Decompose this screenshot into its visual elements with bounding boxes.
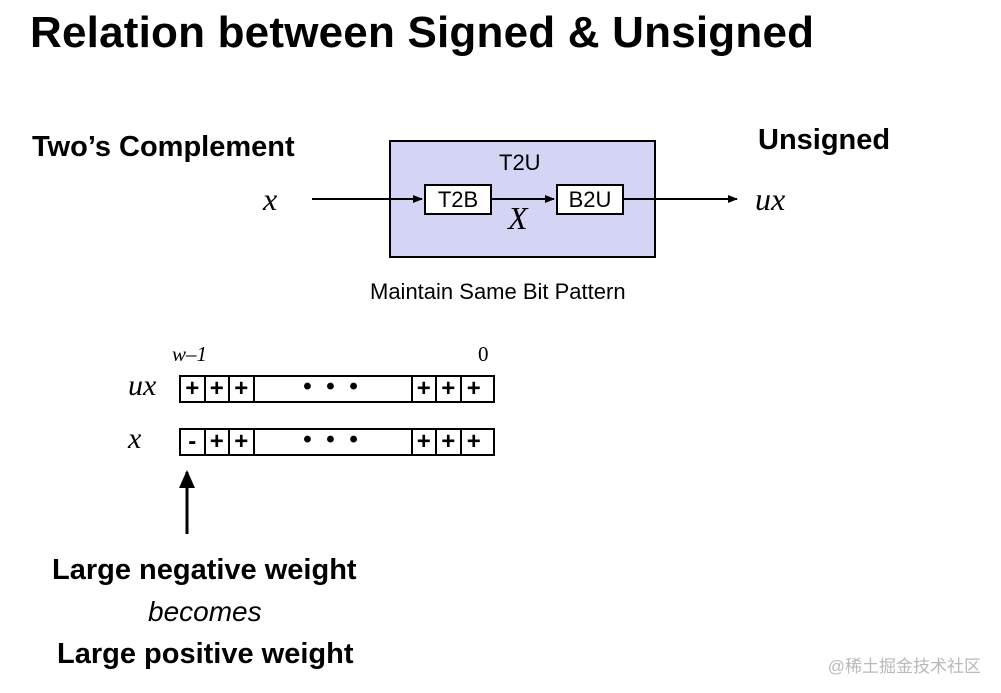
note-line-3: Large positive weight <box>57 638 354 670</box>
arrow-up-head <box>179 470 195 488</box>
note-line-2: becomes <box>148 596 262 627</box>
bit-cell: + <box>437 430 462 454</box>
bit-cell: + <box>206 430 230 454</box>
row-label-x: x <box>128 422 142 455</box>
unsigned-label: Unsigned <box>758 124 891 156</box>
middle-var-x: X <box>508 200 528 236</box>
input-var-x: x <box>263 181 278 217</box>
watermark: @稀土掘金技术社区 <box>827 657 981 676</box>
bit-ellipsis: • • • <box>255 428 413 454</box>
bit-row-x: - + + • • • + + + <box>179 428 495 456</box>
bit-index-low: 0 <box>478 342 489 366</box>
row-label-ux: ux <box>128 369 157 402</box>
bit-cell: + <box>437 377 462 401</box>
page-title: Relation between Signed & Unsigned <box>30 8 815 57</box>
bit-cell: + <box>413 377 437 401</box>
bit-index-high: w–1 <box>172 342 208 366</box>
t2b-box: T2B <box>424 184 492 215</box>
output-var-ux: ux <box>755 181 786 217</box>
b2u-box: B2U <box>556 184 624 215</box>
bit-ellipsis: • • • <box>255 375 413 401</box>
note-line-1: Large negative weight <box>52 554 357 586</box>
bit-cell: + <box>206 377 230 401</box>
bit-cell: - <box>181 430 206 454</box>
twos-complement-label: Two’s Complement <box>32 131 295 163</box>
bit-cell: + <box>466 428 481 455</box>
bit-cell: + <box>230 377 255 401</box>
bit-cell: + <box>181 377 206 401</box>
bit-cell: + <box>230 430 255 454</box>
bit-cell: + <box>466 375 481 402</box>
t2u-label: T2U <box>499 150 541 175</box>
bit-row-ux: + + + • • • + + + <box>179 375 495 403</box>
bit-pattern-caption: Maintain Same Bit Pattern <box>370 279 626 304</box>
bit-cell: + <box>413 430 437 454</box>
